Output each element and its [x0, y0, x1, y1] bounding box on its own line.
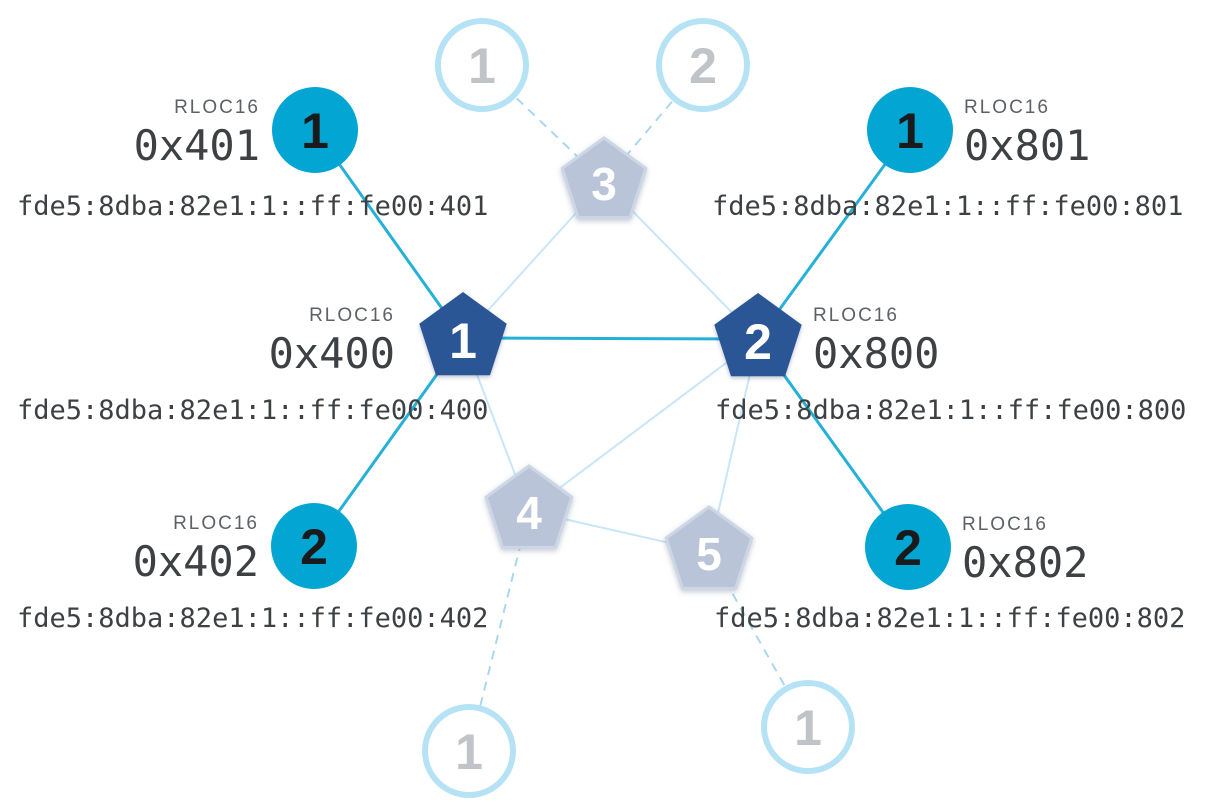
node-sed-top-2[interactable]: 2: [656, 18, 750, 112]
node-id: 1: [896, 103, 924, 159]
link-router2-router4: [528, 338, 759, 512]
child-circle: [867, 87, 953, 173]
node-id: 1: [301, 103, 329, 159]
node-id: 1: [449, 313, 477, 369]
sed-circle: [435, 18, 529, 112]
node-id: 2: [894, 520, 922, 576]
node-id: 2: [689, 38, 717, 94]
link-child801-router2: [756, 129, 912, 340]
rloc-block-router-2: RLOC16 0x800: [813, 303, 939, 377]
rloc16-value: 0x800: [813, 329, 940, 378]
node-id: 4: [516, 487, 542, 539]
rloc16-value: 0x802: [962, 538, 1089, 587]
node-id: 1: [455, 724, 483, 780]
ipv6-address-802: fde5:8dba:82e1:1::ff:fe00:802: [714, 603, 1186, 634]
rloc-block-child-402: RLOC16 0x402: [133, 511, 259, 585]
ipv6-address-402: fde5:8dba:82e1:1::ff:fe00:402: [17, 603, 489, 634]
node-child-402[interactable]: 2: [271, 503, 357, 589]
rloc-block-child-401: RLOC16 0x401: [134, 95, 260, 169]
rloc16-caption: RLOC16: [964, 97, 1050, 118]
node-sed-top-1[interactable]: 1: [435, 18, 529, 112]
rloc16-caption: RLOC16: [962, 514, 1048, 535]
node-id: 2: [300, 519, 328, 575]
rloc16-value: 0x400: [268, 329, 395, 378]
child-circle: [865, 504, 951, 590]
rloc16-caption: RLOC16: [173, 513, 259, 534]
node-id: 5: [696, 528, 722, 580]
child-circle: [272, 87, 358, 173]
ipv6-address-800: fde5:8dba:82e1:1::ff:fe00:800: [715, 395, 1187, 426]
node-router-3[interactable]: 3: [560, 136, 648, 220]
rloc16-value: 0x801: [964, 121, 1091, 170]
link-sedtop1-router3: [481, 64, 605, 183]
rloc16-value: 0x402: [132, 537, 259, 586]
router-pentagon: [664, 505, 754, 590]
node-child-801[interactable]: 1: [867, 87, 953, 173]
ipv6-address-400: fde5:8dba:82e1:1::ff:fe00:400: [17, 395, 489, 426]
node-id: 2: [744, 314, 772, 370]
sed-circle: [422, 704, 516, 798]
node-sed-bottom-left[interactable]: 1: [422, 704, 516, 798]
sed-circle: [761, 680, 855, 774]
node-child-401[interactable]: 1: [272, 87, 358, 173]
node-sed-bottom-right[interactable]: 1: [761, 680, 855, 774]
node-id: 1: [468, 38, 496, 94]
router-pentagon: [484, 464, 574, 549]
rloc16-caption: RLOC16: [309, 305, 395, 326]
sed-circle: [656, 18, 750, 112]
ipv6-address-801: fde5:8dba:82e1:1::ff:fe00:801: [712, 191, 1184, 222]
node-router-5[interactable]: 5: [664, 505, 754, 590]
node-child-802[interactable]: 2: [865, 504, 951, 590]
node-router-2[interactable]: 2: [714, 293, 802, 377]
node-id: 1: [794, 700, 822, 756]
node-id: 3: [591, 158, 617, 210]
rloc-block-router-1: RLOC16 0x400: [269, 303, 395, 377]
rloc16-caption: RLOC16: [813, 305, 899, 326]
rloc-block-child-801: RLOC16 0x801: [964, 95, 1090, 169]
link-router1-router2: [462, 336, 759, 341]
rloc16-value: 0x401: [133, 121, 260, 170]
ipv6-address-401: fde5:8dba:82e1:1::ff:fe00:401: [17, 191, 489, 222]
router-pentagon: [560, 136, 648, 220]
rloc16-caption: RLOC16: [174, 97, 260, 118]
router-pentagon: [419, 292, 507, 376]
node-router-1[interactable]: 1: [419, 292, 507, 376]
rloc-block-child-802: RLOC16 0x802: [962, 512, 1088, 586]
router-pentagon: [714, 293, 802, 377]
child-circle: [271, 503, 357, 589]
node-router-4[interactable]: 4: [484, 464, 574, 549]
